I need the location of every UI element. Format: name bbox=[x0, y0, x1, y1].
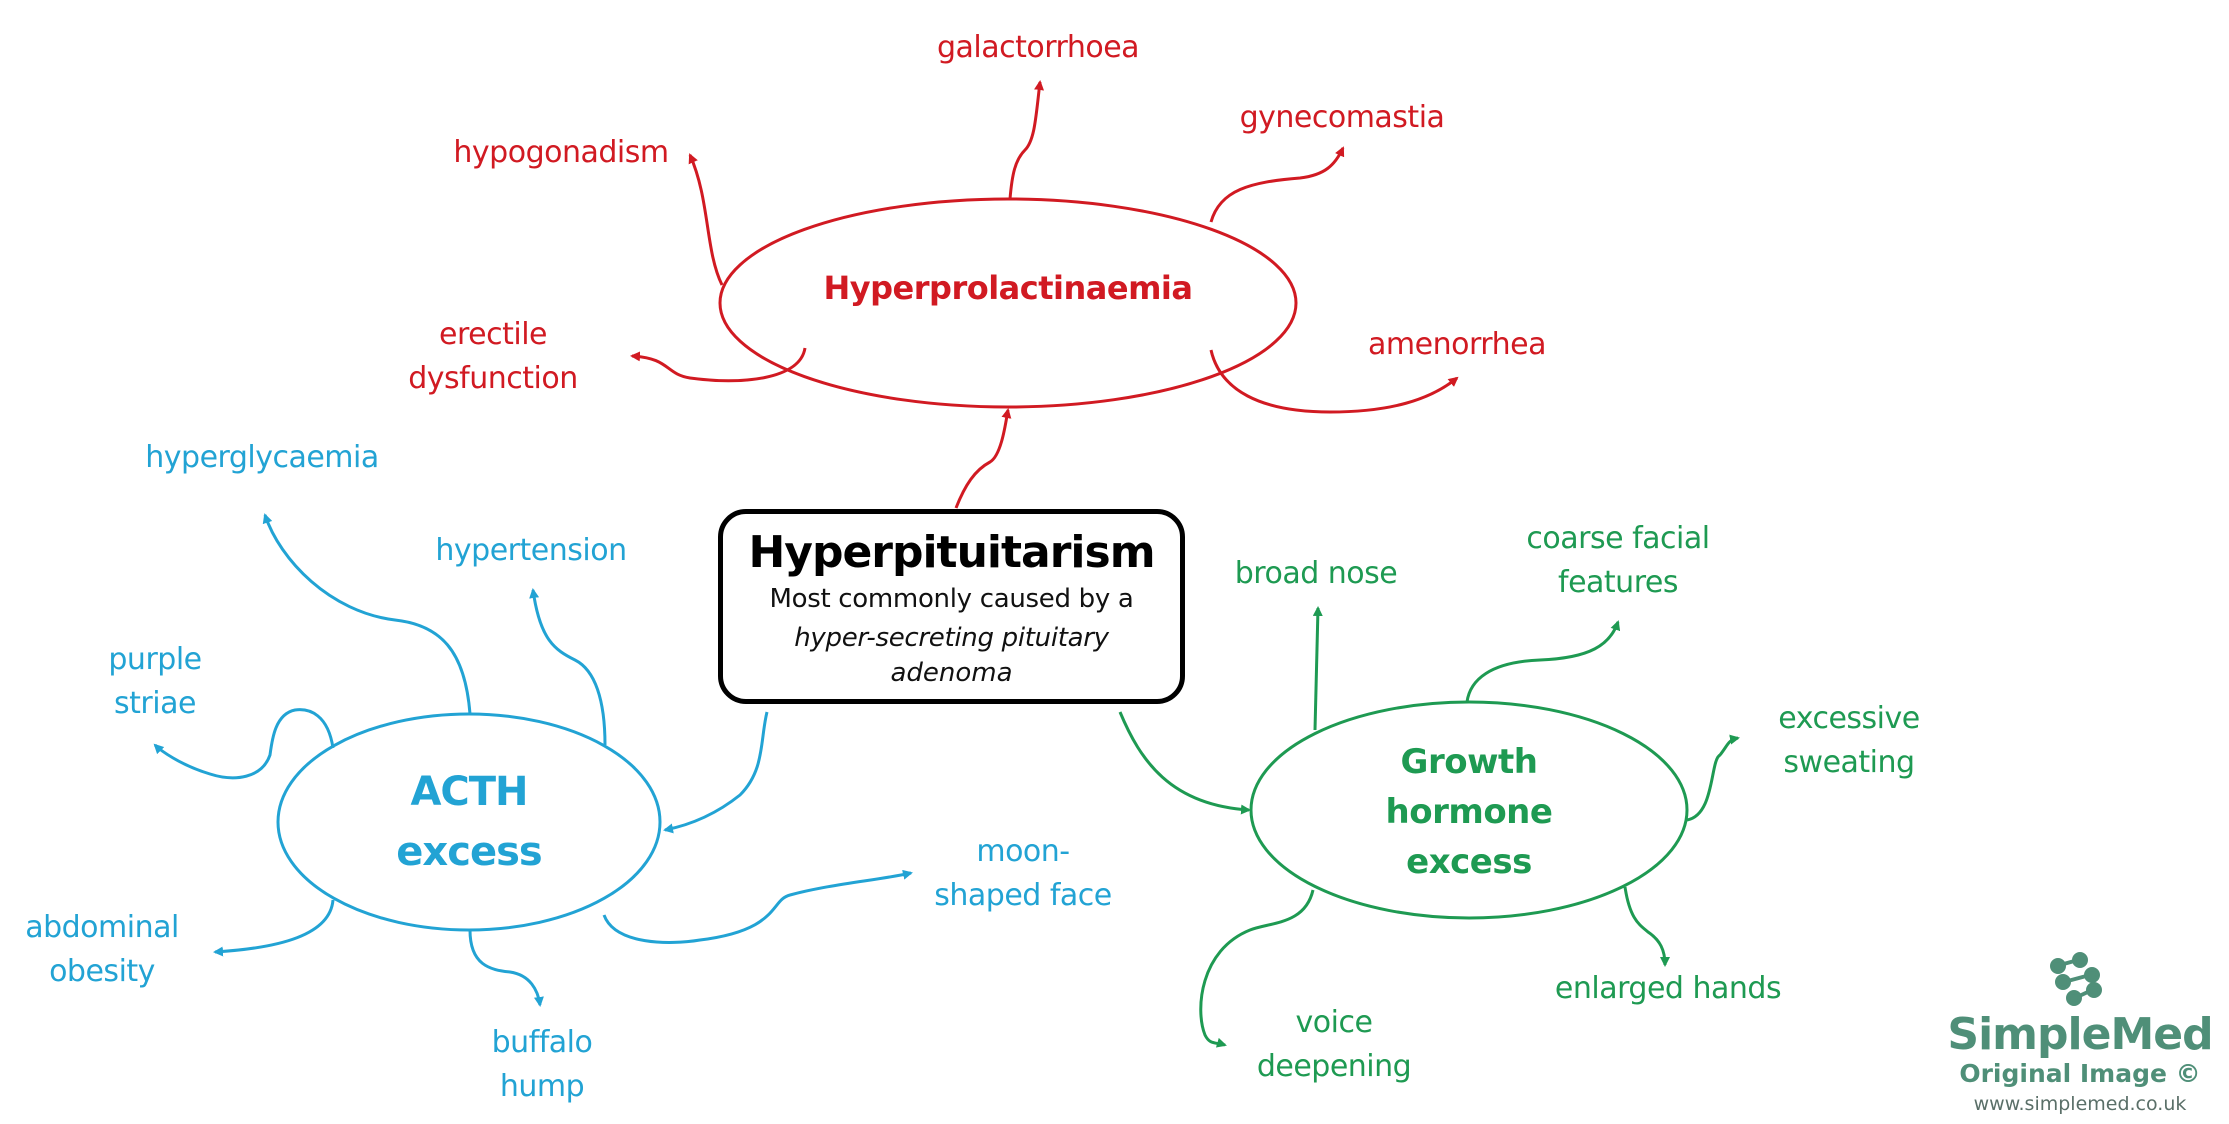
logo-url: www.simplemed.co.uk bbox=[1973, 1093, 2187, 1115]
central-title: Hyperpituitarism bbox=[748, 527, 1155, 578]
arrow-erectile bbox=[630, 347, 807, 383]
feature-hypertension: hypertension bbox=[435, 533, 627, 568]
growth-hormone-ellipse bbox=[1249, 700, 1689, 920]
feature-abdominal-obesity: abdominal obesity bbox=[25, 906, 179, 994]
gh-title-line3: excess bbox=[1406, 842, 1532, 882]
feature-buffalo-hump: buffalo hump bbox=[492, 1021, 593, 1109]
feature-galactorrhoea: galactorrhoea bbox=[936, 30, 1140, 65]
central-node-hyperpituitarism: Hyperpituitarism Most commonly caused by… bbox=[718, 509, 1185, 704]
gh-title-line2: hormone bbox=[1385, 792, 1553, 832]
gh-title-line1: Growth bbox=[1400, 742, 1538, 782]
arrow-gynecomastia bbox=[1209, 146, 1345, 223]
arrow-moon-face bbox=[602, 869, 913, 944]
purple-line2: striae bbox=[114, 686, 196, 721]
prolactin-connectors bbox=[630, 80, 1459, 509]
arrow-broad-nose bbox=[1312, 606, 1323, 731]
buffalo-line1: buffalo bbox=[491, 1025, 593, 1060]
feature-gynecomastia: gynecomastia bbox=[1239, 100, 1445, 135]
central-subtitle-italic-1: hyper-secreting pituitary bbox=[794, 623, 1109, 653]
logo-subtitle: Original Image © bbox=[1959, 1059, 2201, 1088]
logo-icon-spacer bbox=[1940, 955, 2220, 1011]
erectile-line2: dysfunction bbox=[408, 361, 578, 396]
arrow-hyperglycaemia bbox=[262, 513, 472, 715]
purple-line1: purple bbox=[108, 642, 202, 677]
simplemed-logo-icon bbox=[2050, 952, 2102, 1006]
feature-voice-deepening: voice deepening bbox=[1256, 1001, 1412, 1089]
hyperprolactinaemia-title: Hyperprolactinaemia bbox=[823, 269, 1193, 307]
arrow-to-hyperprolactinaemia bbox=[954, 408, 1012, 509]
gh-connectors bbox=[1118, 606, 1740, 1048]
moon-line2: shaped face bbox=[934, 878, 1112, 913]
growth-hormone-title: Growth hormone excess bbox=[1386, 737, 1553, 887]
simplemed-watermark: SimpleMed Original Image © www.simplemed… bbox=[1940, 955, 2220, 1119]
feature-enlarged-hands: enlarged hands bbox=[1554, 971, 1782, 1006]
arrow-enlarged-hands bbox=[1623, 886, 1670, 967]
feature-hyperglycaemia: hyperglycaemia bbox=[145, 440, 379, 475]
feature-excessive-sweating: excessive sweating bbox=[1778, 697, 1920, 785]
feature-coarse-facial: coarse facial features bbox=[1526, 517, 1710, 605]
sweating-line2: sweating bbox=[1783, 745, 1915, 780]
feature-erectile-dysfunction: erectile dysfunction bbox=[408, 313, 578, 401]
arrow-hypertension bbox=[529, 588, 607, 746]
moon-line1: moon- bbox=[976, 834, 1070, 869]
buffalo-line2: hump bbox=[499, 1069, 585, 1104]
coarse-line2: features bbox=[1558, 565, 1678, 600]
arrow-hypogonadism bbox=[688, 153, 724, 286]
central-subtitle: Most commonly caused by a bbox=[769, 584, 1134, 614]
arrow-to-acth bbox=[663, 711, 769, 834]
arrow-excessive-sweating bbox=[1686, 734, 1740, 822]
abdominal-line2: obesity bbox=[49, 954, 155, 989]
feature-moon-face: moon- shaped face bbox=[934, 830, 1112, 918]
feature-purple-striae: purple striae bbox=[108, 638, 202, 726]
arrow-abdominal-obesity bbox=[213, 899, 335, 957]
arrow-voice-deepening bbox=[1199, 889, 1315, 1048]
feature-broad-nose: broad nose bbox=[1234, 556, 1398, 591]
coarse-line1: coarse facial bbox=[1526, 521, 1710, 556]
arrow-purple-striae bbox=[153, 708, 335, 780]
hyperprolactinaemia-ellipse bbox=[718, 197, 1298, 409]
arrow-to-growth-hormone bbox=[1118, 711, 1251, 815]
feature-amenorrhea: amenorrhea bbox=[1368, 327, 1546, 362]
abdominal-line1: abdominal bbox=[25, 910, 179, 945]
logo-brand: SimpleMed bbox=[1947, 1009, 2213, 1060]
arrow-galactorrhoea bbox=[1008, 80, 1045, 200]
voice-line2: deepening bbox=[1256, 1049, 1412, 1084]
feature-hypogonadism: hypogonadism bbox=[453, 135, 669, 170]
voice-line1: voice bbox=[1295, 1005, 1373, 1040]
acth-title-line1: ACTH bbox=[410, 769, 528, 815]
sweating-line1: excessive bbox=[1778, 701, 1920, 736]
arrow-buffalo-hump bbox=[468, 929, 544, 1007]
acth-title-line2: excess bbox=[396, 829, 542, 875]
arrow-amenorrhea bbox=[1209, 349, 1459, 414]
central-subtitle-italic-2: adenoma bbox=[890, 658, 1013, 688]
arrow-coarse-facial bbox=[1465, 620, 1621, 703]
acth-connectors bbox=[153, 513, 913, 1007]
acth-title: ACTH excess bbox=[396, 762, 542, 882]
erectile-line1: erectile bbox=[439, 317, 547, 352]
